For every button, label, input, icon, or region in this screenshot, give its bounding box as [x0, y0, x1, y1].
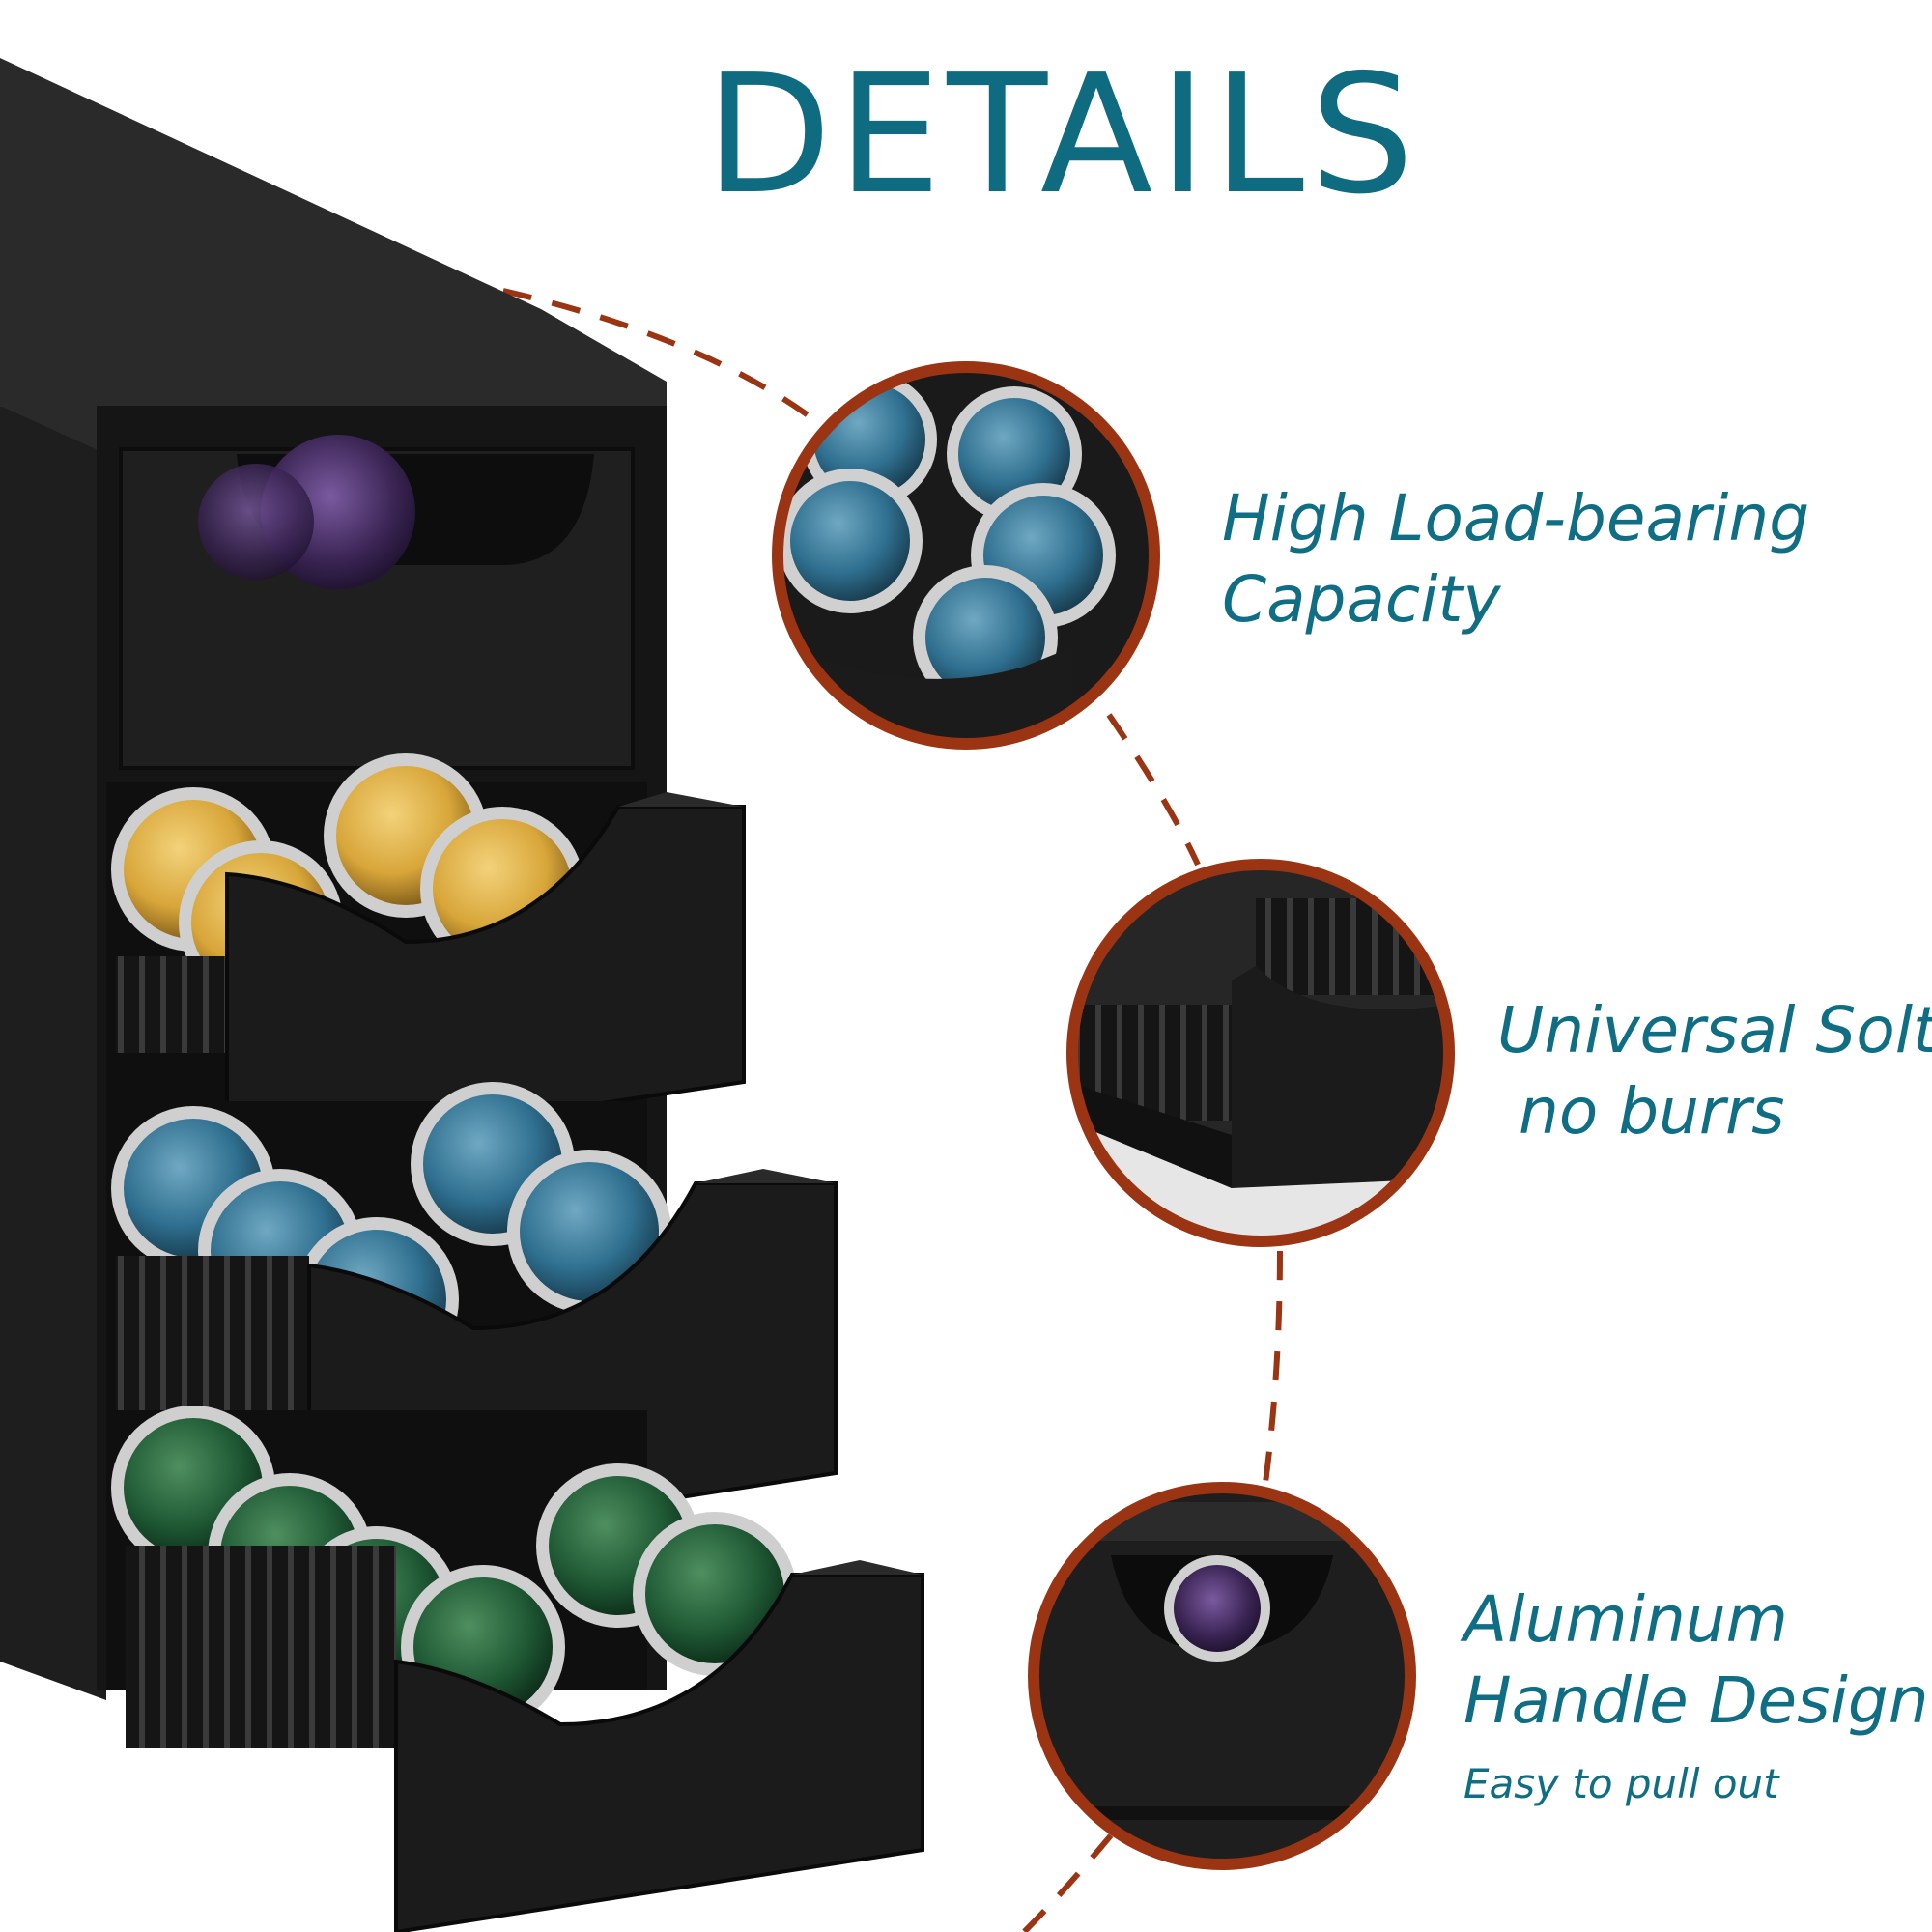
connector-line-4 [1021, 1833, 1114, 1932]
feature-1-line-2: Capacity [1222, 562, 1501, 637]
feature-3-line-2: Handle Design [1463, 1663, 1929, 1738]
zoom-circle-handle [1028, 1482, 1416, 1870]
feature-1-line-1: High Load-bearing [1222, 481, 1810, 555]
zoom-circle-slots [1066, 859, 1455, 1247]
feature-handle-design: Aluminum Handle Design Easy to pull out [1463, 1579, 1929, 1813]
zoom-ring-3 [1028, 1482, 1416, 1870]
connector-line-1 [453, 277, 823, 428]
pod-storage-cabinet [0, 58, 924, 1932]
feature-2-line-1: Universal Solts [1497, 993, 1932, 1067]
feature-3-line-1: Aluminum [1463, 1582, 1788, 1657]
zoom-ring-2 [1066, 859, 1455, 1247]
feature-3-subtext: Easy to pull out [1463, 1760, 1779, 1807]
cabinet-side [0, 406, 106, 1700]
green-drawer-front [394, 1573, 924, 1932]
zoom-ring-1 [772, 361, 1160, 750]
page-title: DETAILS [704, 40, 1420, 231]
connector-line-2 [1106, 713, 1201, 867]
gold-drawer-front [225, 805, 746, 1162]
connector-lines [453, 277, 1283, 1932]
feature-2-line-2: no burrs [1519, 1074, 1785, 1149]
zoom-circle-load-capacity [772, 361, 1160, 750]
feature-universal-slots: Universal Solts no burrs [1497, 990, 1932, 1152]
cabinet-top [0, 58, 667, 464]
feature-load-capacity: High Load-bearing Capacity [1222, 478, 1809, 640]
green-pods [111, 1406, 797, 1729]
connector-line-3 [1263, 1250, 1283, 1484]
